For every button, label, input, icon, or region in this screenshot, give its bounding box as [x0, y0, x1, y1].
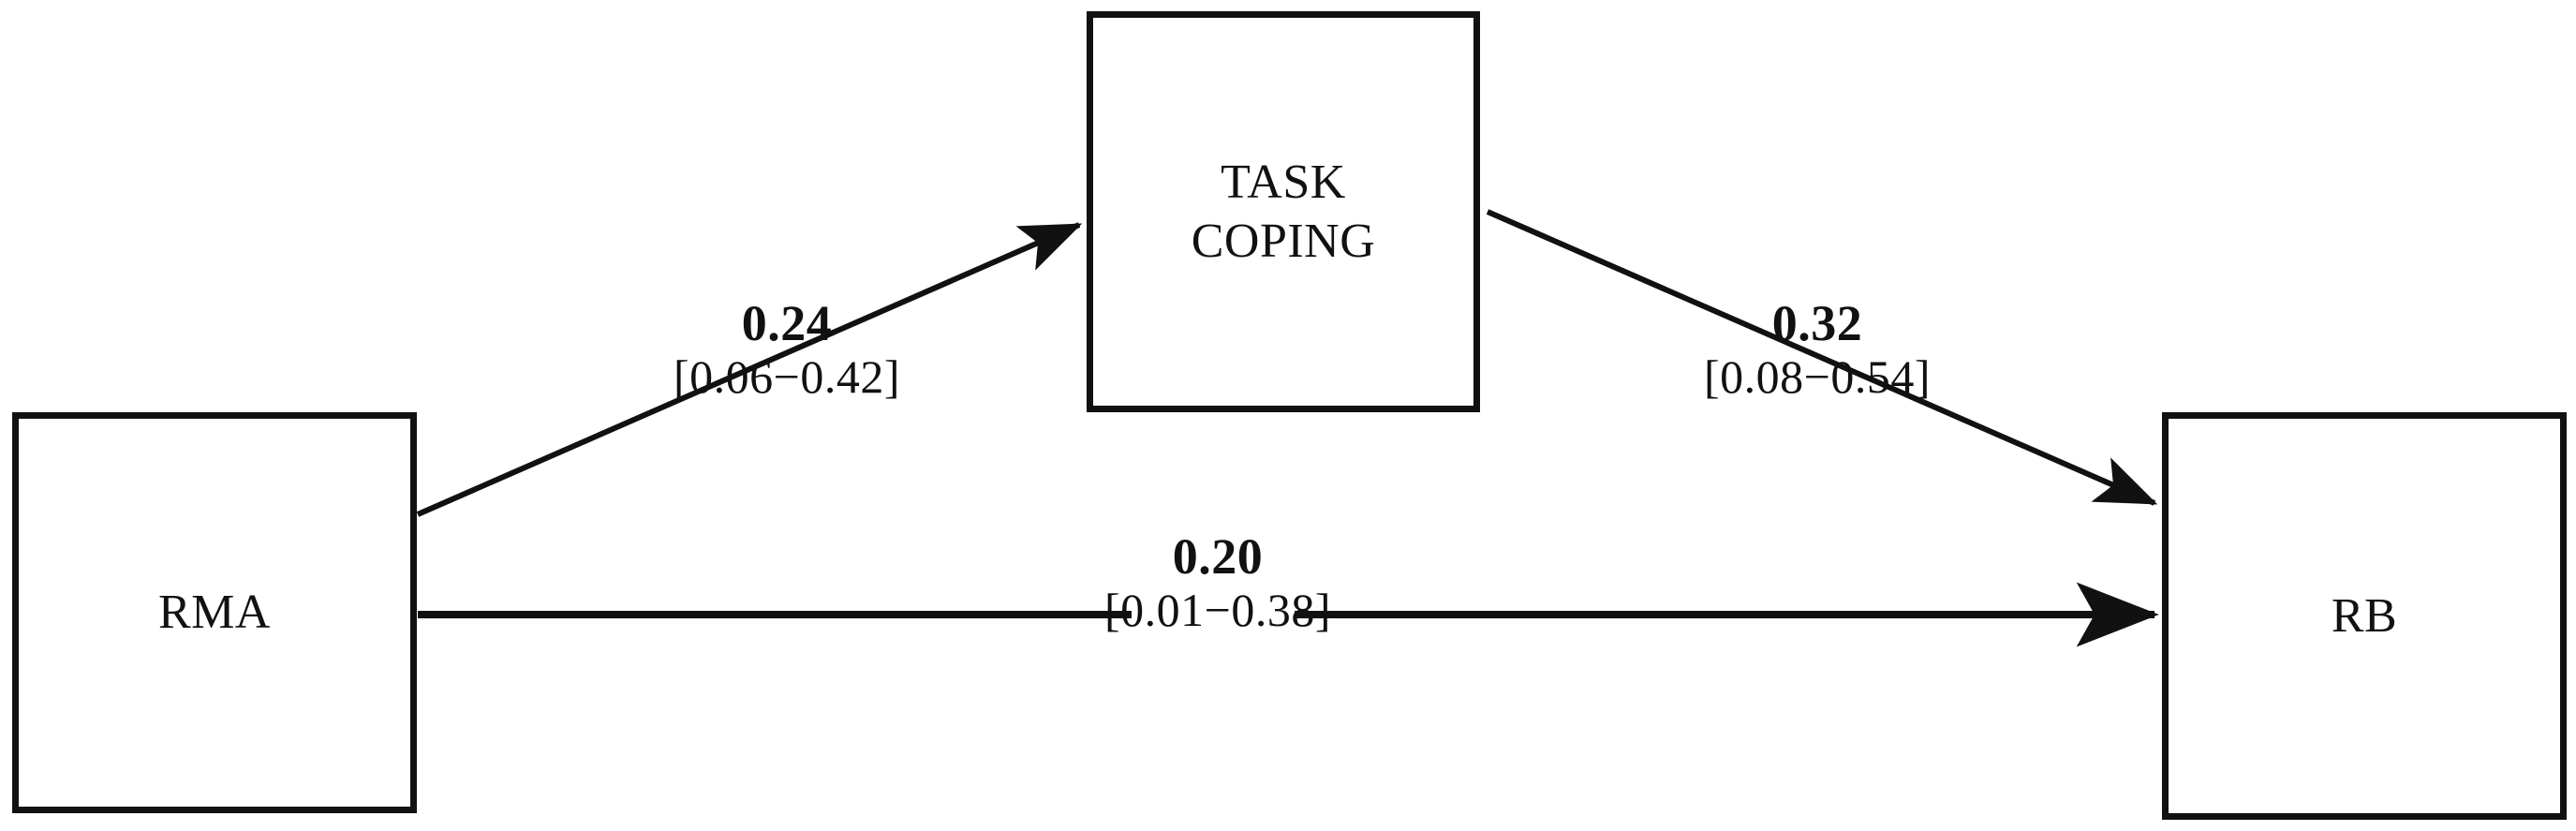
node-rma-label: RMA [158, 586, 271, 640]
path-b-coefficient: 0.32 [1771, 295, 1863, 351]
path-b-label: 0.32 [0.08−0.54] [1592, 295, 2042, 404]
path-a-coefficient: 0.24 [741, 295, 833, 351]
node-task-coping-label: TASK COPING [1191, 155, 1376, 268]
node-rb[interactable]: RB [2162, 412, 2567, 820]
path-c-coefficient: 0.20 [1172, 528, 1264, 585]
node-task-coping[interactable]: TASK COPING [1087, 11, 1480, 412]
path-a-confidence-interval: [0.06−0.42] [674, 350, 900, 404]
path-c-confidence-interval: [0.01−0.38] [1104, 584, 1331, 637]
path-a-label: 0.24 [0.06−0.42] [562, 295, 1012, 404]
node-rma[interactable]: RMA [12, 412, 417, 813]
path-b-confidence-interval: [0.08−0.54] [1704, 350, 1931, 404]
path-c-label: 0.20 [0.01−0.38] [993, 528, 1443, 637]
node-rb-label: RB [2331, 588, 2398, 643]
